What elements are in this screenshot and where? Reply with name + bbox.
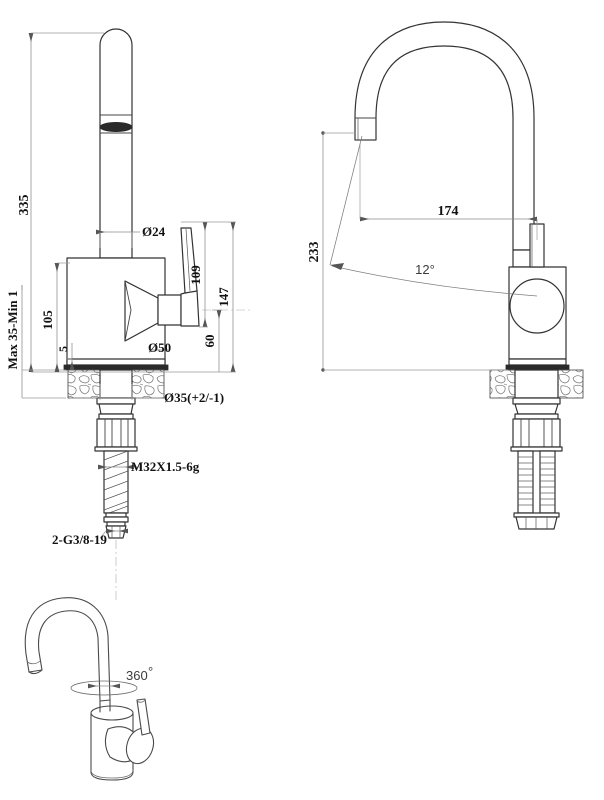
- valve-cone-inner-edge: [124, 280, 132, 342]
- dim-handle-109: 109: [181, 221, 208, 328]
- handle-hub: [180, 289, 200, 327]
- side-countertop-left: [489, 369, 516, 399]
- dim-label-109: 109: [188, 265, 203, 285]
- iso-lever-handle: [136, 698, 151, 736]
- side-elevation-view: 233 174 12°: [307, 21, 584, 530]
- base-gasket: [63, 364, 169, 371]
- side-shank-collar: [514, 413, 559, 420]
- dim-label-147: 147: [216, 287, 231, 307]
- iso-body-top-ellipse: [90, 705, 134, 721]
- dim-label-d35: Ø35(+2/-1): [164, 390, 224, 405]
- hose-fitting-ring-2: [103, 516, 129, 523]
- spout-tube-outline: [99, 28, 133, 259]
- dim-label-360-degree-symbol: °: [148, 664, 153, 679]
- side-shank-assembly: [510, 397, 563, 530]
- angle-leader-line: [329, 135, 363, 266]
- faucet-body: [66, 227, 200, 366]
- dim-hole-diameter-35: Ø35(+2/-1): [70, 384, 224, 405]
- dim-label-12deg: 12°: [415, 262, 435, 277]
- gooseneck-spout: [354, 21, 535, 251]
- iso-body-bottom-ring: [90, 769, 134, 779]
- dim-overall-height-335: 335: [17, 32, 168, 373]
- dim-label-g38: 2-G3/8-19: [52, 532, 107, 547]
- dim-label-233: 233: [307, 242, 322, 263]
- side-shank-nut: [512, 418, 561, 448]
- angle-arc: [331, 265, 538, 297]
- side-base-flange: [508, 358, 567, 366]
- side-mounting-hole-void: [514, 369, 559, 399]
- side-countertop-section: [489, 369, 584, 399]
- dim-thread-m32: M32X1.5-6g: [98, 459, 200, 474]
- valve-circle: [509, 278, 565, 334]
- side-hex-nuts: [515, 516, 558, 530]
- iso-swivel-indicator: 360 °: [70, 664, 153, 696]
- side-faucet-body: [508, 223, 567, 360]
- iso-swivel-ellipse: [70, 680, 138, 696]
- dim-label-counter-range: Max 35-Min 1: [5, 291, 20, 370]
- braided-hose-left: [517, 450, 534, 514]
- base-flange: [66, 358, 166, 366]
- base-plate-group: [63, 358, 169, 371]
- dim-label-60: 60: [202, 335, 217, 348]
- dim-label-360: 360: [126, 668, 148, 683]
- dim-label-5: 5: [56, 346, 70, 352]
- dim-label-335: 335: [17, 195, 32, 216]
- mounting-hole-void: [99, 369, 133, 399]
- dim-label-d50: Ø50: [148, 340, 171, 355]
- isometric-perspective-view: 360 °: [24, 597, 155, 781]
- shank-nut: [96, 418, 136, 448]
- dim-spout-height-233: 233: [307, 131, 508, 372]
- dim-label-105: 105: [40, 310, 55, 330]
- iso-spout-arc: [24, 597, 111, 702]
- dim-label-m32: M32X1.5-6g: [131, 459, 200, 474]
- iso-spout-outlet-ring: [26, 660, 41, 665]
- lever-handle-crease: [185, 228, 191, 292]
- dim-thread-g38: 2-G3/8-19: [52, 528, 128, 547]
- side-shank-washer: [512, 397, 561, 405]
- side-countertop-right: [557, 369, 584, 399]
- angle-arrow-head: [330, 263, 344, 270]
- dim-label-174: 174: [438, 204, 459, 219]
- side-nut-base: [510, 446, 563, 452]
- dim-spout-reach-174: 174: [359, 144, 538, 240]
- shank-taper: [98, 403, 134, 415]
- countertop-right: [131, 369, 165, 399]
- front-elevation-view: 335 Max 35-Min 1 105 5: [5, 28, 250, 600]
- iso-lever-cap: [136, 699, 146, 703]
- countertop-section: [67, 369, 165, 399]
- side-shank-taper: [514, 403, 559, 415]
- iso-gooseneck: [24, 597, 111, 702]
- lever-handle: [180, 227, 198, 294]
- side-base-plate: [505, 358, 570, 371]
- shank-washer-top: [96, 397, 136, 405]
- dim-swivel-angle-12: 12°: [329, 135, 538, 297]
- dim-label-d24: Ø24: [142, 224, 166, 239]
- hex-nut-inlet: [105, 525, 127, 539]
- shank-collar: [98, 413, 134, 420]
- dim-body-diameter-50: Ø50: [148, 340, 171, 355]
- dim-spout-diameter-24: Ø24: [96, 224, 166, 248]
- braided-hose-right: [539, 450, 556, 514]
- spout-aerator-band: [99, 122, 133, 133]
- side-base-gasket: [505, 364, 570, 371]
- countertop-left: [67, 369, 101, 399]
- cartridge-cylinder: [157, 294, 182, 326]
- dim-handle-147: 147: [168, 221, 236, 373]
- iso-riser-lines: [99, 699, 111, 713]
- spout-arc-outline: [354, 21, 535, 251]
- iso-faucet-body: [90, 698, 155, 781]
- dim-lower-60: 60: [202, 309, 222, 372]
- spout-column: [99, 28, 133, 259]
- iso-spout-outlet: [28, 669, 43, 675]
- dim-base-5: 5: [56, 343, 75, 370]
- dim-body-height-105: 105: [40, 262, 70, 372]
